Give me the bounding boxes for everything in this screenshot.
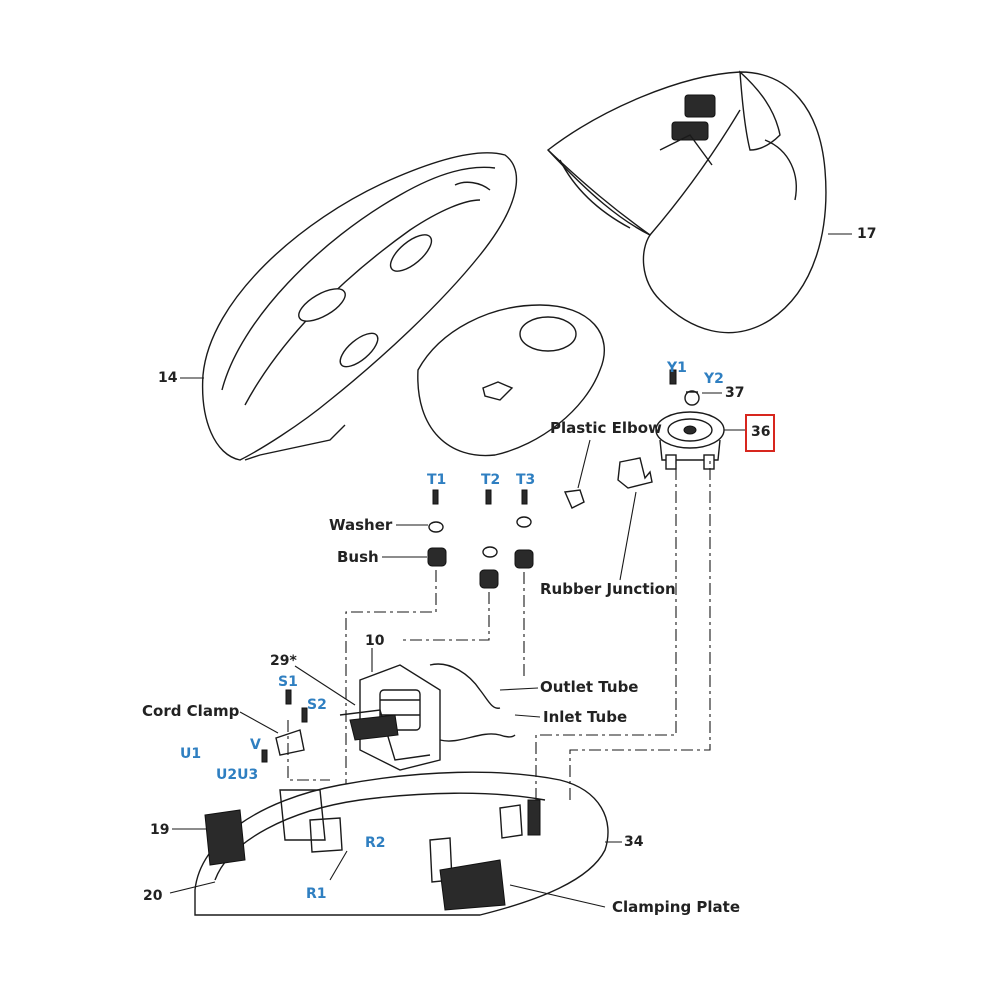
label-clamping-plate: Clamping Plate bbox=[612, 898, 741, 916]
label-washer: Washer bbox=[329, 516, 393, 534]
label-part-17: 17 bbox=[857, 226, 877, 242]
label-r2: R2 bbox=[365, 835, 386, 851]
part-34-base bbox=[169, 460, 711, 916]
elbow-and-junction bbox=[563, 439, 653, 581]
label-y1: Y1 bbox=[667, 360, 687, 376]
label-part-19: 19 bbox=[150, 822, 170, 838]
part-14-tray bbox=[180, 152, 517, 461]
label-part-36: 36 bbox=[751, 424, 771, 440]
label-part-10: 10 bbox=[365, 633, 385, 649]
label-rubber-junction: Rubber Junction bbox=[540, 580, 676, 598]
label-t1: T1 bbox=[427, 472, 447, 488]
cord-clamp bbox=[239, 689, 330, 781]
label-part-20: 20 bbox=[143, 888, 163, 904]
label-outlet-tube: Outlet Tube bbox=[540, 678, 639, 696]
part-10-pump bbox=[294, 648, 541, 771]
label-t3: T3 bbox=[516, 472, 536, 488]
label-cord-clamp: Cord Clamp bbox=[142, 702, 240, 720]
label-part-34: 34 bbox=[624, 834, 644, 850]
label-v: V bbox=[250, 737, 261, 753]
label-part-37: 37 bbox=[725, 385, 745, 401]
base-dome bbox=[417, 304, 605, 457]
label-t2: T2 bbox=[481, 472, 501, 488]
label-u1: U1 bbox=[180, 746, 202, 762]
label-r1: R1 bbox=[306, 886, 327, 902]
part-17-cover-shell bbox=[546, 70, 852, 334]
label-u2u3: U2U3 bbox=[216, 767, 259, 783]
label-bush: Bush bbox=[337, 548, 379, 566]
label-s1: S1 bbox=[278, 674, 298, 690]
label-part-29: 29* bbox=[270, 653, 297, 669]
label-s2: S2 bbox=[307, 697, 327, 713]
label-y2: Y2 bbox=[704, 371, 724, 387]
label-inlet-tube: Inlet Tube bbox=[543, 708, 628, 726]
part-36-assembly bbox=[655, 369, 745, 470]
label-plastic-elbow: Plastic Elbow bbox=[550, 419, 662, 437]
highlight-box-36 bbox=[745, 414, 775, 452]
label-part-14: 14 bbox=[158, 370, 178, 386]
screws-washers-bushes bbox=[345, 489, 534, 910]
